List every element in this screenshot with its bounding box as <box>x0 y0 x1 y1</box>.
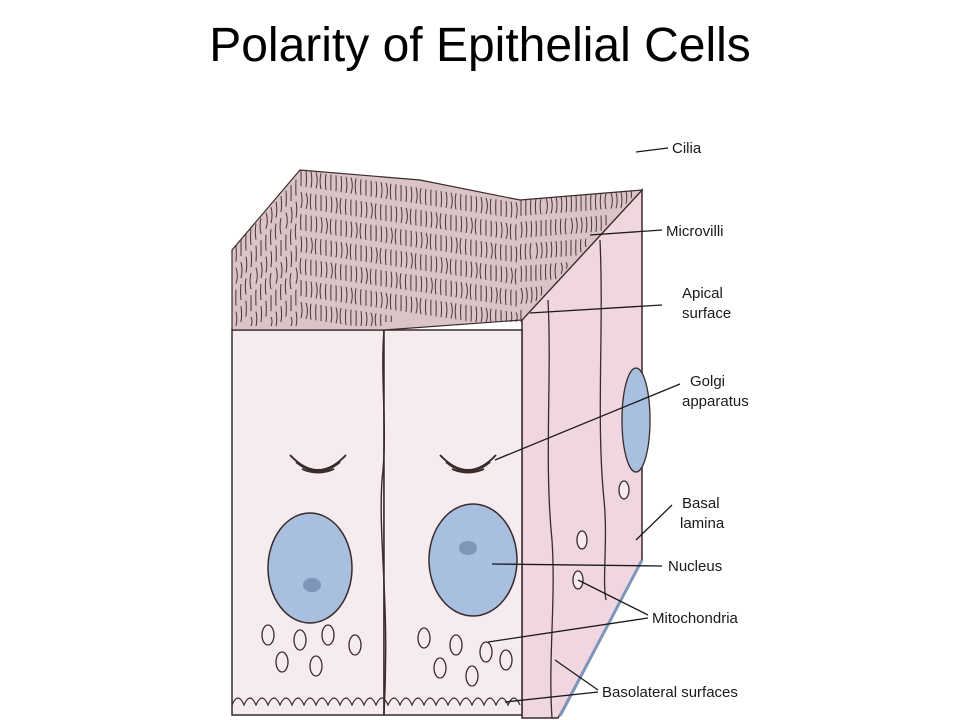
junction-line-side-1 <box>547 299 554 719</box>
label-basal-line1: Basal <box>682 495 720 512</box>
label-golgi-line2: apparatus <box>682 393 749 410</box>
label-basolateral: Basolateral surfaces <box>602 684 738 701</box>
label-apical-line1: Apical <box>682 285 723 302</box>
basal-folds <box>231 697 521 707</box>
microvilli-strokes <box>235 170 633 327</box>
apical-top-surface <box>231 169 644 331</box>
golgi-apparatus-left <box>289 454 347 474</box>
golgi-apparatus-right <box>439 454 497 474</box>
microvilli-group <box>235 170 633 327</box>
label-microvilli: Microvilli <box>666 223 724 240</box>
page-title: Polarity of Epithelial Cells <box>209 19 751 72</box>
label-apical-line2: surface <box>682 305 731 322</box>
nucleus-right <box>428 503 518 617</box>
label-mitochondria: Mitochondria <box>652 610 739 627</box>
label-nucleus: Nucleus <box>668 558 722 575</box>
nucleus-left <box>267 512 353 624</box>
label-basal-line2: lamina <box>680 515 725 532</box>
side-nucleus <box>621 367 651 473</box>
leader-lines <box>487 147 681 703</box>
basal-lamina-line <box>558 559 644 717</box>
junction-line-front <box>380 329 387 716</box>
label-cilia: Cilia <box>672 140 702 157</box>
label-golgi-line1: Golgi <box>690 373 725 390</box>
nucleolus-left <box>303 578 321 592</box>
nucleolus-right <box>459 541 477 555</box>
